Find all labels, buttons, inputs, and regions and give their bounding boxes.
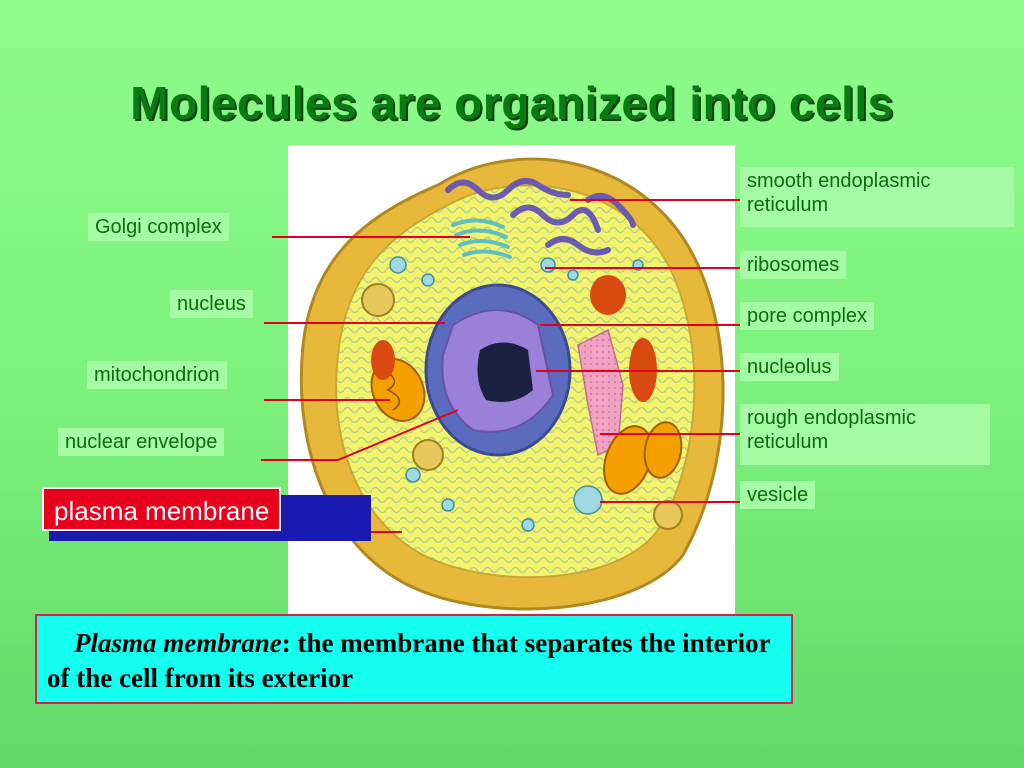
label-pore-complex: pore complex [740,302,875,330]
label-smooth-er-line2: reticulum [747,194,829,216]
definition-text: the membrane that separates the interior… [47,628,771,693]
definition-box: Plasma membrane: the membrane that separ… [35,614,793,704]
label-mitochondrion: mitochondrion [87,361,227,389]
label-ribosomes: ribosomes [740,251,847,279]
label-rough-er-line2: reticulum [747,431,829,453]
cell-diagram [288,145,735,615]
vesicle-shapes [372,256,644,532]
label-golgi: Golgi complex [88,213,229,241]
slide-title: Molecules are organized into cells [130,77,894,129]
label-rough-er: rough endoplasmic reticulum [740,404,990,465]
label-plasma-membrane: plasma membrane [42,487,282,531]
definition-separator: : [281,628,291,658]
label-nucleus: nucleus [170,290,253,318]
label-vesicle: vesicle [740,481,816,509]
animal-cell-illustration [299,157,725,611]
definition-term: Plasma membrane [74,628,282,658]
label-nuclear-envelope: nuclear envelope [58,428,225,456]
nucleolus-shape [477,342,533,403]
label-nucleolus: nucleolus [740,353,839,381]
label-rough-er-line1: rough endoplasmic [747,407,916,429]
golgi-shape [451,218,512,259]
smooth-er-shape [445,178,636,256]
label-smooth-er: smooth endoplasmic reticulum [740,167,1014,227]
mitochondrion-shape [370,358,683,495]
label-smooth-er-line1: smooth endoplasmic [747,170,931,192]
